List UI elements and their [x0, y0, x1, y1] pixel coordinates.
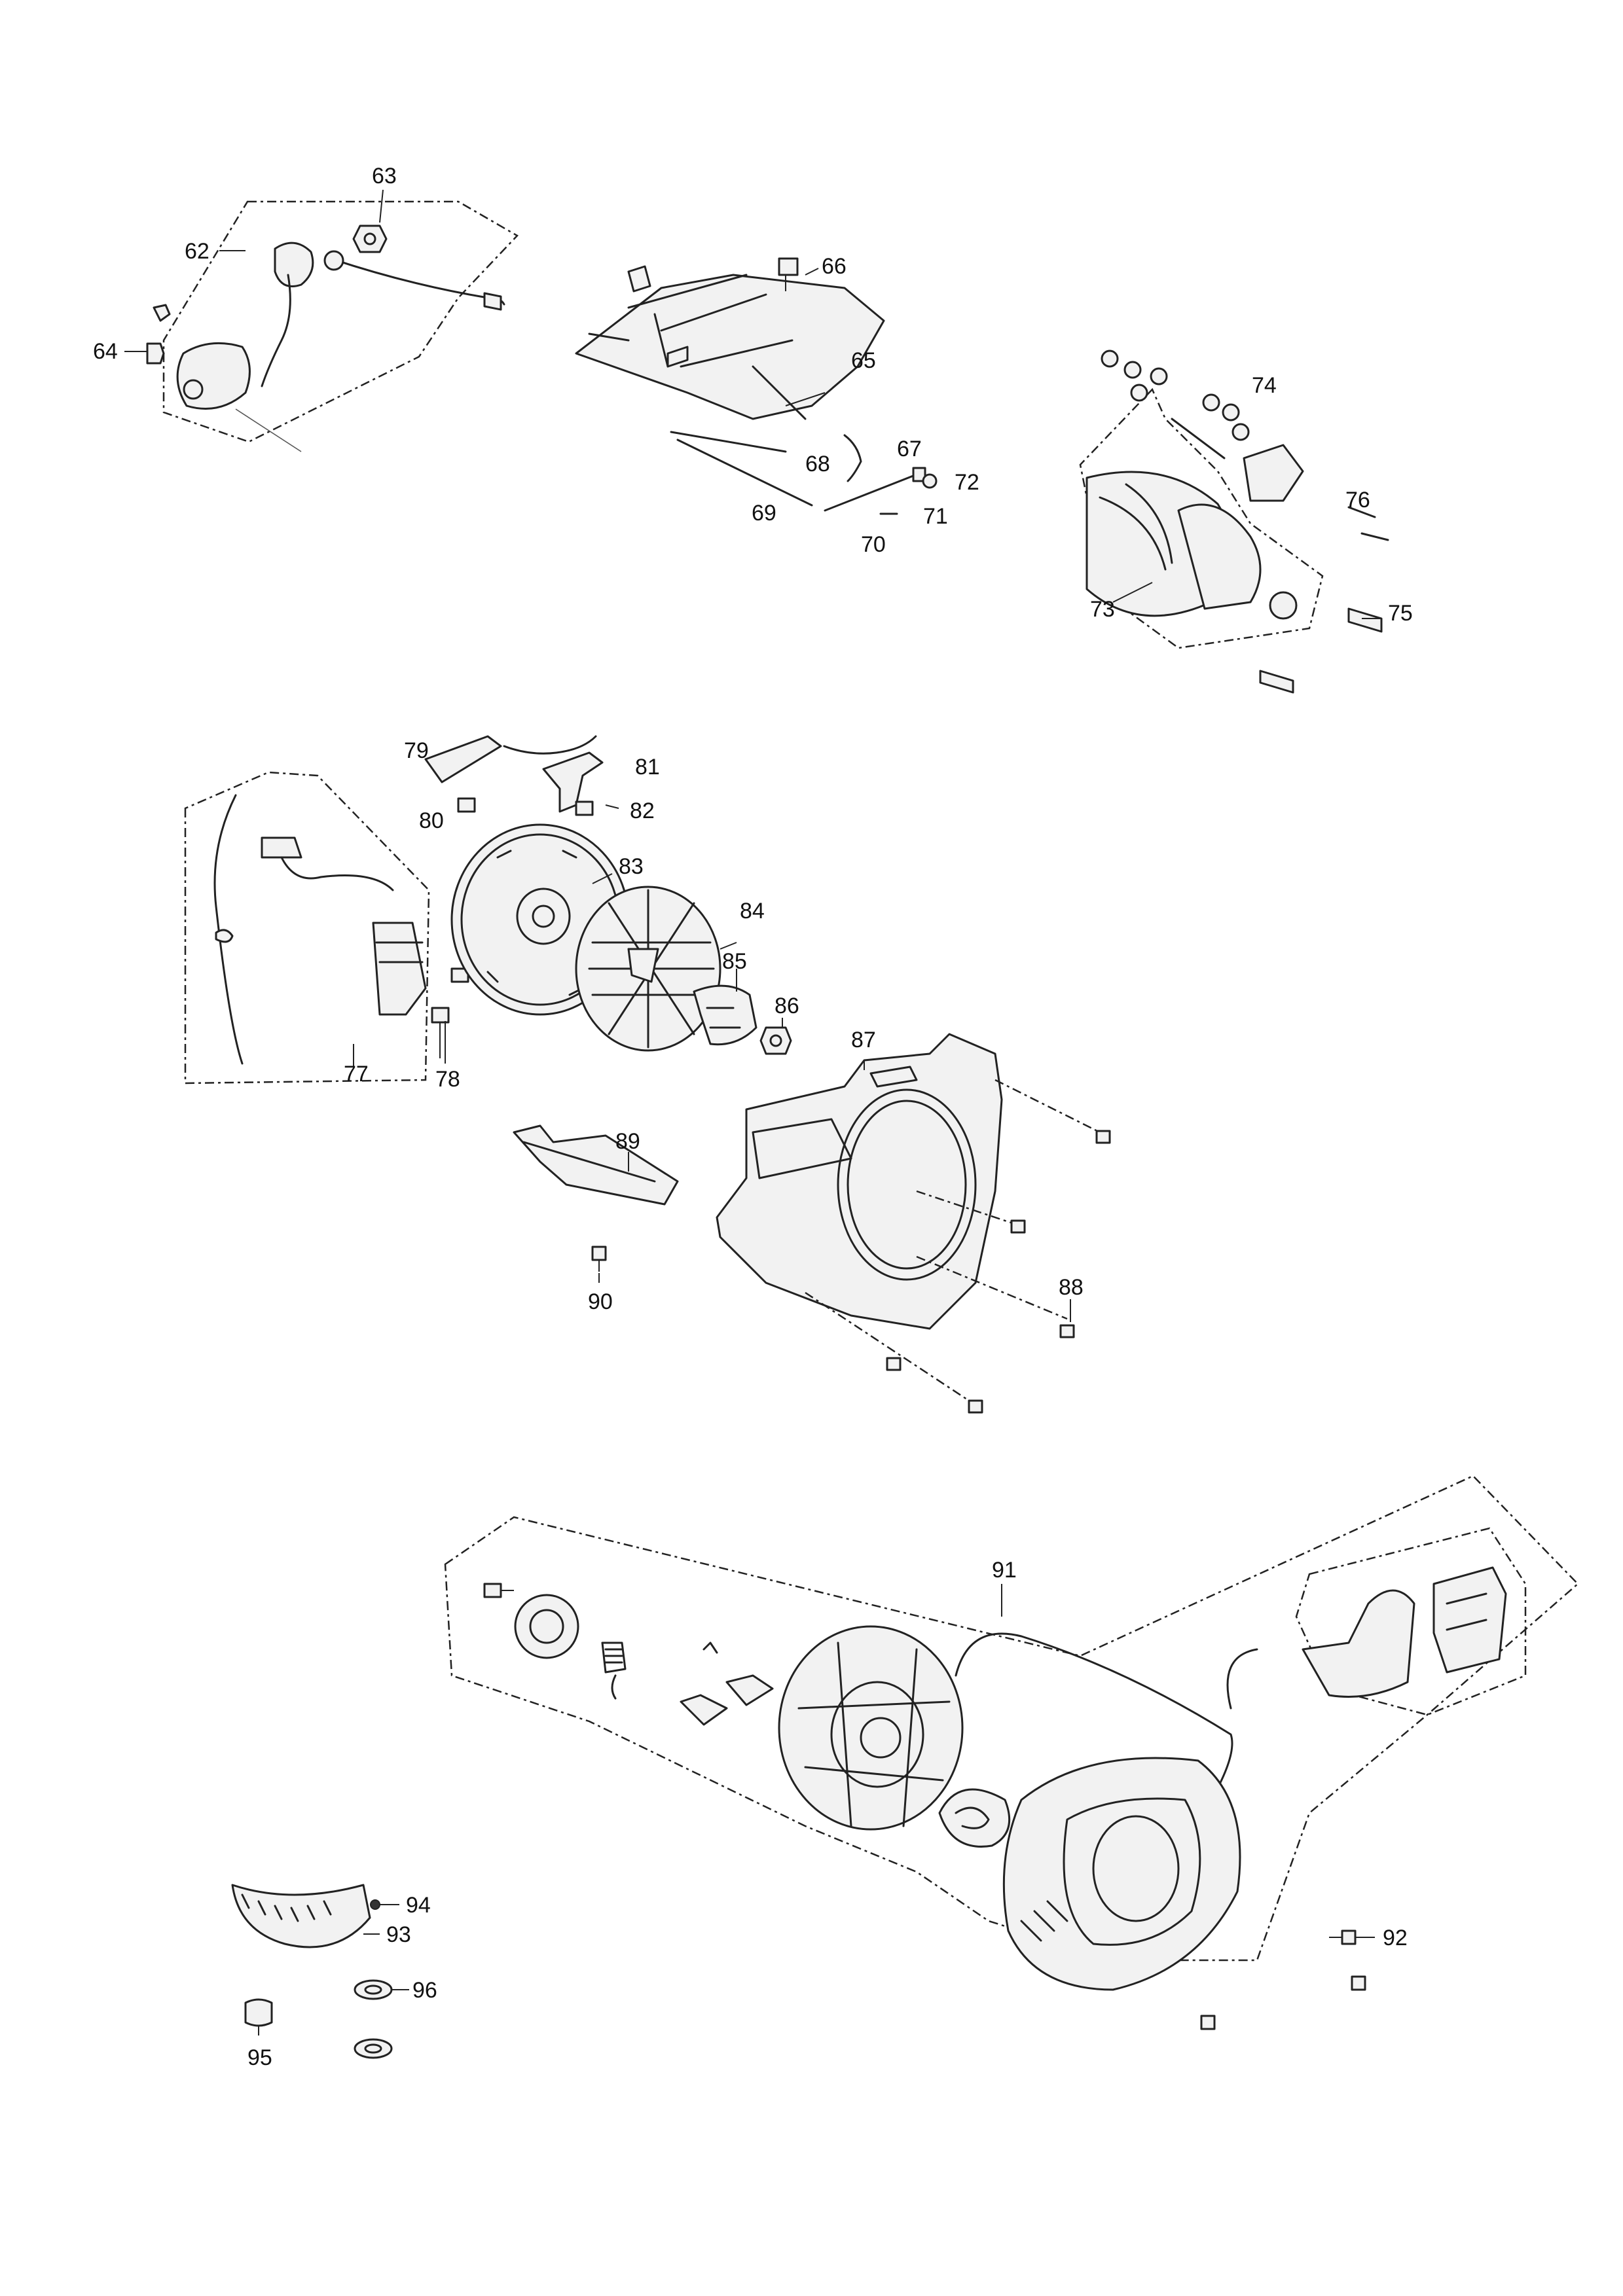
label-78: 78 — [435, 1067, 460, 1092]
label-82: 82 — [630, 798, 655, 823]
label-66: 66 — [822, 254, 847, 279]
fan-housing-group — [513, 1033, 1111, 1414]
flywheel-group — [424, 735, 792, 1055]
oil-sensor-group — [124, 189, 519, 452]
label-69: 69 — [752, 501, 776, 526]
label-86: 86 — [775, 994, 799, 1018]
label-72: 72 — [955, 470, 979, 495]
label-74: 74 — [1252, 373, 1277, 398]
label-77: 77 — [344, 1062, 369, 1086]
label-80: 80 — [419, 808, 444, 833]
label-71: 71 — [923, 504, 948, 529]
label-93: 93 — [386, 1922, 411, 1947]
label-84: 84 — [740, 899, 765, 924]
label-70: 70 — [861, 532, 886, 557]
label-92: 92 — [1383, 1926, 1408, 1950]
label-83: 83 — [619, 854, 644, 879]
label-89: 89 — [615, 1129, 640, 1154]
label-79: 79 — [404, 738, 429, 763]
label-63: 63 — [372, 164, 397, 188]
label-65: 65 — [851, 348, 876, 373]
label-90: 90 — [588, 1289, 613, 1314]
label-64: 64 — [93, 339, 118, 364]
label-73: 73 — [1090, 597, 1115, 622]
label-94: 94 — [406, 1893, 431, 1918]
label-75: 75 — [1388, 601, 1413, 626]
label-91: 91 — [992, 1558, 1017, 1583]
label-88: 88 — [1059, 1275, 1084, 1300]
label-67: 67 — [897, 437, 922, 461]
callout-labels: 62 63 64 65 66 67 68 69 70 71 72 73 74 7… — [93, 164, 1413, 2070]
ignition-coil-group — [184, 771, 469, 1085]
starter-motor-group — [1079, 350, 1389, 694]
label-76: 76 — [1345, 488, 1370, 512]
cover-linkage-group — [575, 257, 938, 515]
label-85: 85 — [722, 949, 747, 974]
label-68: 68 — [805, 452, 830, 476]
label-95: 95 — [247, 2045, 272, 2070]
label-96: 96 — [412, 1978, 437, 2003]
label-87: 87 — [851, 1028, 876, 1052]
label-81: 81 — [635, 755, 660, 780]
recoil-starter-group — [231, 1475, 1579, 2059]
label-62: 62 — [185, 239, 210, 264]
